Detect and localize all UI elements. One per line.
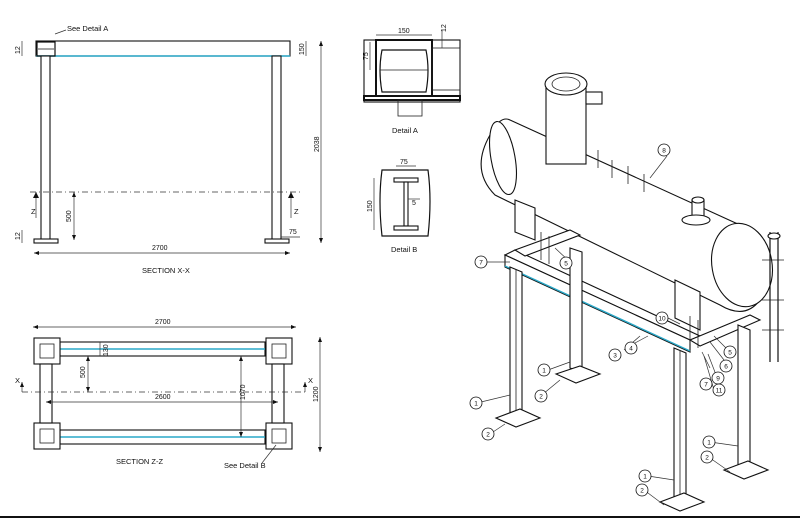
balloon-1-d: 1	[639, 470, 651, 482]
balloon-8: 8	[658, 144, 670, 156]
post-block-tr	[266, 338, 292, 364]
svg-text:11: 11	[716, 388, 723, 395]
post-block-bl	[34, 423, 60, 449]
detail-b-caption: Detail B	[391, 245, 417, 254]
section-xx-title: SECTION X-X	[142, 266, 190, 275]
svg-text:5: 5	[564, 261, 568, 268]
svg-text:1: 1	[542, 368, 546, 375]
svg-text:5: 5	[728, 350, 732, 357]
left-base-plate	[34, 239, 58, 243]
svg-text:9: 9	[716, 376, 720, 383]
svg-text:6: 6	[724, 364, 728, 371]
post-block-tl	[34, 338, 60, 364]
leg-back-left	[570, 248, 582, 372]
detail-b-dim-75: 75	[400, 159, 408, 166]
dim-75-xx: 75	[289, 229, 297, 236]
svg-text:7: 7	[704, 382, 708, 389]
balloon-10: 10	[656, 312, 668, 324]
right-post	[272, 56, 281, 240]
isometric-vessel-view: 7 5 8 10 3 4 5 6 9 7 11 1 2 1 2 1 2 1 2	[470, 73, 784, 511]
x-label-right: X	[308, 376, 313, 385]
balloon-9: 9	[712, 372, 724, 384]
svg-text:2: 2	[486, 432, 490, 439]
detail-a-dim-75: 75	[363, 52, 370, 60]
dim-2038: 2038	[314, 136, 321, 152]
svg-text:1: 1	[707, 440, 711, 447]
balloon-4: 4	[625, 342, 637, 354]
detail-a-dim-150: 150	[398, 28, 410, 35]
dim-12-top: 12	[15, 46, 22, 54]
svg-text:1: 1	[643, 474, 647, 481]
balloon-1-a: 1	[538, 364, 550, 376]
svg-text:4: 4	[629, 346, 633, 353]
z-label-left: Z	[31, 207, 36, 216]
dim-2700-zz: 2700	[155, 319, 171, 326]
dim-1200: 1200	[313, 386, 320, 402]
detail-b-dim-5: 5	[412, 200, 416, 207]
svg-text:1: 1	[474, 401, 478, 408]
detail-b-dim-150: 150	[367, 200, 374, 212]
balloon-2-a: 2	[535, 390, 547, 402]
dim-12-bottom: 12	[15, 232, 22, 240]
see-detail-b-note: See Detail B	[224, 461, 266, 470]
svg-text:8: 8	[662, 148, 666, 155]
balloon-6: 6	[720, 360, 732, 372]
dim-150-xx: 150	[299, 43, 306, 55]
right-base-plate	[265, 239, 289, 243]
svg-text:2: 2	[640, 488, 644, 495]
dim-2600: 2600	[155, 394, 171, 401]
left-post	[41, 56, 50, 240]
dim-2700-xx: 2700	[152, 245, 168, 252]
balloon-7-a: 7	[475, 256, 487, 268]
side-member-left	[40, 364, 52, 423]
leg-back-right	[738, 325, 750, 470]
balloon-3: 3	[609, 349, 621, 361]
balloon-2-c: 2	[701, 451, 713, 463]
detail-a-view: 150 75 12 Detail A	[363, 24, 460, 135]
section-xx-view: Z Z 500 12 12 150 2038 75 2700 See Detai…	[15, 24, 323, 275]
see-detail-a-note: See Detail A	[67, 24, 108, 33]
detail-a-dim-12: 12	[441, 24, 448, 32]
svg-text:3: 3	[613, 353, 617, 360]
balloon-1-c: 1	[703, 436, 715, 448]
dim-130: 130	[103, 344, 110, 356]
dim-500-xx: 500	[66, 210, 73, 222]
detail-a-frame	[364, 40, 460, 102]
detail-a-caption: Detail A	[392, 126, 418, 135]
balloon-2-d: 2	[636, 484, 648, 496]
balloon-7-b: 7	[700, 378, 712, 390]
balloon-1-b: 1	[470, 397, 482, 409]
svg-text:10: 10	[658, 316, 666, 323]
svg-text:7: 7	[479, 260, 483, 267]
svg-text:2: 2	[705, 455, 709, 462]
section-zz-view: 2700 1200 X X 130	[15, 319, 322, 470]
detail-b-view: 75 150 5 Detail B	[367, 159, 430, 254]
dim-1070: 1070	[240, 384, 247, 400]
vessel-dome	[546, 84, 586, 164]
balloon-2-b: 2	[482, 428, 494, 440]
section-zz-title: SECTION Z-Z	[116, 457, 163, 466]
side-member-right	[272, 364, 284, 423]
x-label-left: X	[15, 376, 20, 385]
top-beam	[36, 41, 290, 56]
z-label-right: Z	[294, 207, 299, 216]
balloon-11: 11	[713, 384, 725, 396]
balloon-5-b: 5	[724, 346, 736, 358]
post-block-br	[266, 423, 292, 449]
svg-text:2: 2	[539, 394, 543, 401]
dim-500-zz: 500	[80, 366, 87, 378]
balloon-5-a: 5	[560, 257, 572, 269]
